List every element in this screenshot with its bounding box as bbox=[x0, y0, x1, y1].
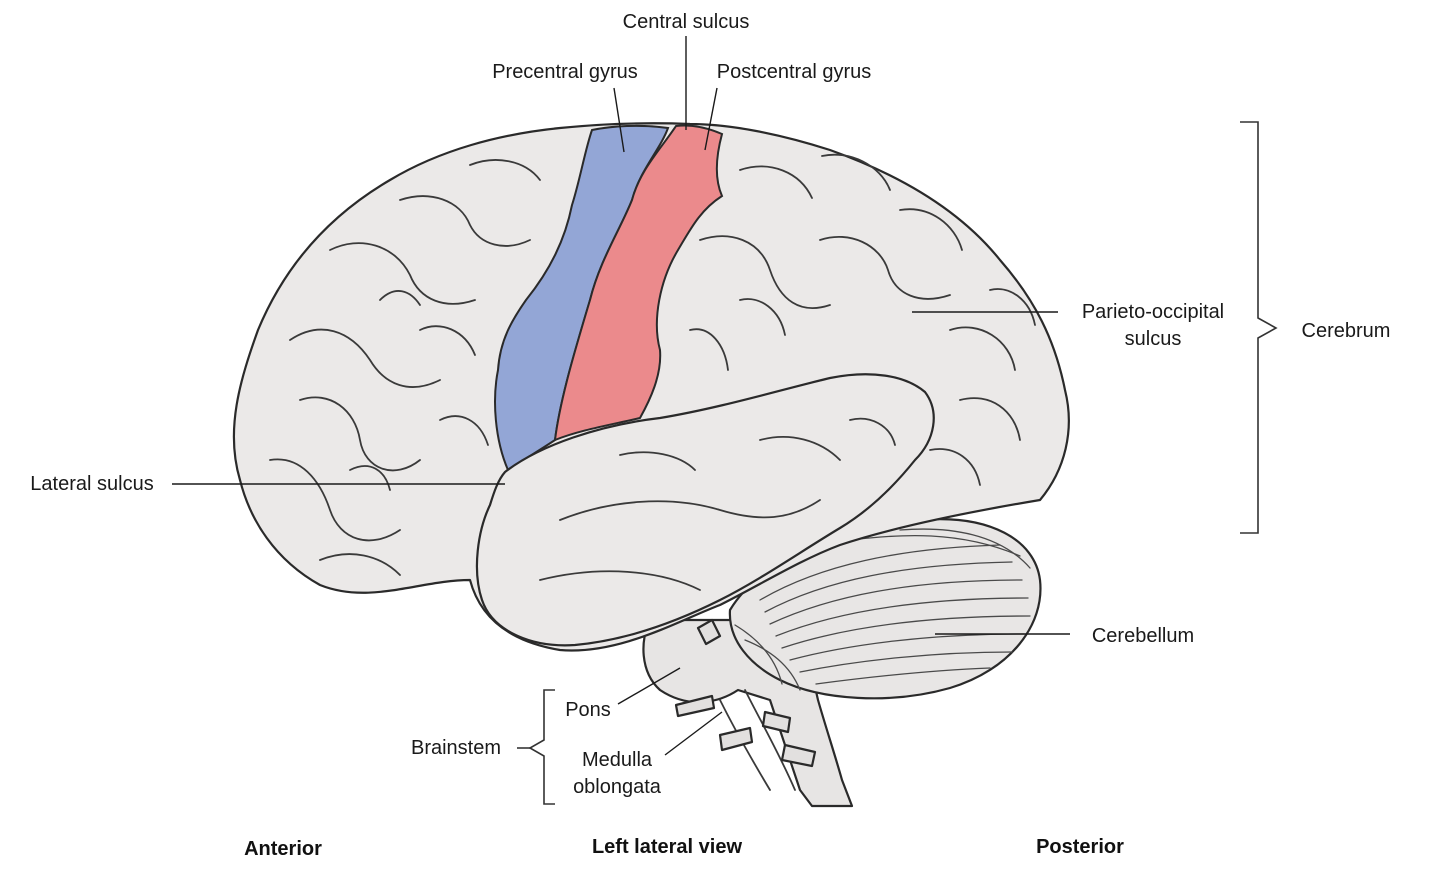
brainstem-label: Brainstem bbox=[411, 737, 501, 759]
lateral-sulcus-label: Lateral sulcus bbox=[30, 473, 153, 495]
cranial-nerve bbox=[674, 694, 716, 718]
pons-leader bbox=[617, 667, 681, 705]
precentral-gyrus-label: Precentral gyrus bbox=[492, 61, 638, 83]
pons-label: Pons bbox=[565, 699, 611, 721]
cerebrum-folds bbox=[269, 153, 1036, 591]
precentral-gyrus-leader bbox=[613, 87, 625, 153]
cerebrum-bracket bbox=[1240, 121, 1278, 534]
postcentral-gyrus-label: Postcentral gyrus bbox=[717, 61, 872, 83]
cranial-nerve bbox=[696, 618, 722, 646]
cranial-nerve bbox=[761, 710, 792, 734]
brainstem-bracket bbox=[528, 689, 555, 805]
cerebrum-label: Cerebrum bbox=[1302, 320, 1391, 342]
cranial-nerve bbox=[780, 743, 817, 768]
postcentral-gyrus-region bbox=[553, 124, 724, 442]
medulla-fold bbox=[744, 689, 796, 791]
medulla-label-line2: oblongata bbox=[573, 776, 662, 798]
anterior-label: Anterior bbox=[244, 838, 322, 860]
parieto-occipital-label-line1: Parieto-occipital bbox=[1082, 301, 1224, 323]
posterior-label: Posterior bbox=[1036, 836, 1124, 858]
temporal-lobe bbox=[475, 373, 935, 647]
central-sulcus-label: Central sulcus bbox=[623, 11, 750, 33]
postcentral-gyrus-leader bbox=[704, 87, 718, 151]
view-label: Left lateral view bbox=[592, 836, 743, 858]
leader-lines bbox=[172, 36, 1070, 756]
orientation-footer: Anterior Left lateral view Posterior bbox=[244, 836, 1124, 860]
cerebellum-label: Cerebellum bbox=[1092, 625, 1194, 647]
labels: Central sulcus Precentral gyrus Postcent… bbox=[30, 11, 1390, 798]
cerebellum-folia bbox=[734, 528, 1031, 691]
medulla-label-line1: Medulla bbox=[582, 749, 653, 771]
cerebrum-illustration bbox=[232, 122, 1070, 652]
cranial-nerve bbox=[718, 726, 754, 752]
medulla-leader bbox=[664, 711, 723, 756]
parieto-occipital-label-line2: sulcus bbox=[1125, 328, 1182, 350]
